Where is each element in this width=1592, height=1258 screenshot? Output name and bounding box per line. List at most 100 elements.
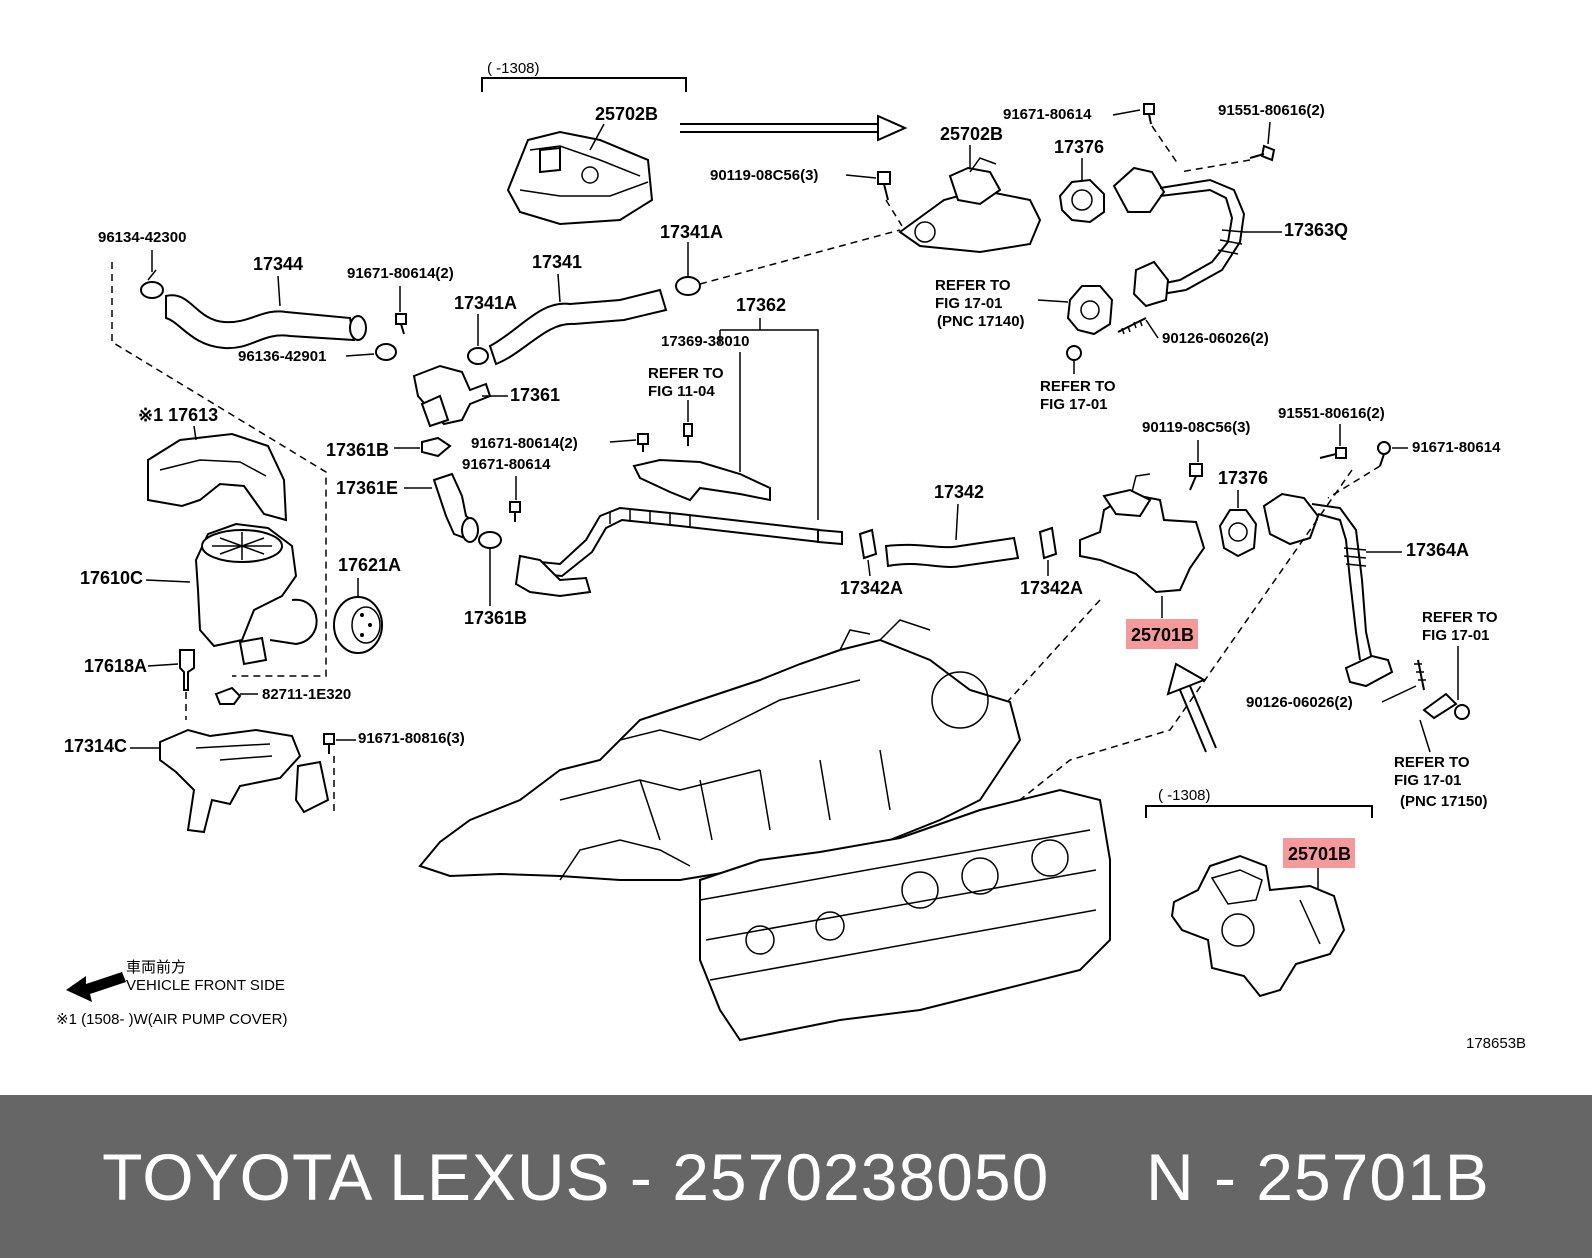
pipe-17363Q bbox=[1112, 166, 1246, 308]
clamp-96134 bbox=[140, 269, 164, 299]
hose-17344 bbox=[165, 294, 367, 350]
diagram-id: 178653B bbox=[1466, 1035, 1526, 1052]
footnote: ※1 (1508- )W(AIR PUMP COVER) bbox=[56, 1011, 288, 1028]
label-17314C: 17314C bbox=[64, 736, 127, 756]
label-17618A: 17618A bbox=[84, 656, 147, 676]
refer-17140-line2: FIG 17-01 bbox=[935, 295, 1003, 312]
label-25702B-right: 25702B bbox=[940, 124, 1003, 144]
clamp-96136 bbox=[375, 343, 397, 361]
label-17376-mid: 17376 bbox=[1218, 468, 1268, 488]
refer-17-01-right-line1: REFER TO bbox=[1422, 609, 1498, 626]
filter-17621A bbox=[333, 596, 383, 654]
valve-25701B-bottom bbox=[1170, 854, 1346, 998]
range-bracket-bottom: ( -1308) bbox=[1145, 787, 1373, 818]
stud-90126-bottom bbox=[1414, 659, 1426, 691]
label-17363Q: 17363Q bbox=[1284, 220, 1348, 240]
refer-17-01-mid-line1: REFER TO bbox=[1040, 378, 1116, 395]
highlight-25701B-bottom bbox=[1283, 838, 1355, 868]
label-25701B-bottom: 25701B bbox=[1288, 844, 1351, 864]
bolt-91551-mid bbox=[1319, 447, 1347, 459]
cover-17613 bbox=[147, 432, 288, 522]
label-91551-top: 91551-80616(2) bbox=[1218, 102, 1325, 119]
bracket-17362 bbox=[632, 458, 771, 502]
footer-title: TOYOTA LEXUS - 2570238050 N - 25701B bbox=[102, 1139, 1490, 1214]
bolt-91671-80614-right bbox=[1377, 441, 1391, 467]
label-25701B-mid: 25701B bbox=[1131, 625, 1194, 645]
connector-17361 bbox=[412, 364, 492, 428]
label-91551-mid: 91551-80616(2) bbox=[1278, 405, 1385, 422]
label-96136: 96136-42901 bbox=[238, 348, 326, 365]
label-82711: 82711-1E320 bbox=[262, 686, 351, 703]
footer-bar: TOYOTA LEXUS - 2570238050 N - 25701B bbox=[0, 1095, 1592, 1258]
label-17342A-left: 17342A bbox=[840, 578, 903, 598]
label-17342A-right: 17342A bbox=[1020, 578, 1083, 598]
label-91671-80614-2b: 91671-80614(2) bbox=[471, 435, 578, 452]
bolt-91671-80614-b bbox=[637, 433, 649, 452]
clamp-17361B-bottom bbox=[478, 531, 502, 549]
refer-11-04-line1: REFER TO bbox=[648, 365, 724, 382]
clamp-17341A-mid bbox=[467, 347, 489, 365]
pump-17610C bbox=[194, 522, 318, 666]
clip-refer-11-04 bbox=[683, 423, 693, 446]
parts-diagram: ( -1308) 25702B 25702B 90119-08C56(3) 91… bbox=[56, 60, 1526, 1052]
refer-17140-line3: (PNC 17140) bbox=[937, 313, 1025, 330]
refer-17150-line1: REFER TO bbox=[1394, 754, 1470, 771]
bolt-91671-80614-top bbox=[1143, 103, 1155, 125]
label-91671-80614-2a: 91671-80614(2) bbox=[347, 265, 454, 282]
front-label-jp: 車両前方 bbox=[126, 959, 186, 976]
label-17369: 17369-38010 bbox=[661, 333, 749, 350]
pipe-17364A bbox=[1262, 492, 1394, 688]
bolt-91671-80614-mid bbox=[509, 501, 521, 522]
label-17362: 17362 bbox=[736, 295, 786, 315]
label-17376-top: 17376 bbox=[1054, 137, 1104, 157]
clamp-17342A-right bbox=[1038, 526, 1058, 560]
label-17341A-top: 17341A bbox=[660, 222, 723, 242]
label-91671-80614-mid: 91671-80614 bbox=[462, 456, 551, 473]
nut-refer-17-01-right bbox=[1454, 704, 1470, 720]
hose-17341 bbox=[488, 276, 701, 366]
label-17342: 17342 bbox=[934, 482, 984, 502]
clamp-17342A-left bbox=[858, 528, 878, 560]
nut-refer-17-01-mid bbox=[1066, 345, 1082, 361]
label-91671-80614-right: 91671-80614 bbox=[1412, 439, 1501, 456]
label-96134: 96134-42300 bbox=[98, 229, 186, 246]
valve-25701B-mid bbox=[1079, 473, 1206, 594]
pipe-17362 bbox=[514, 506, 843, 598]
bolt-90119-top bbox=[877, 171, 891, 201]
label-17361: 17361 bbox=[510, 385, 560, 405]
refer-17-01-right-line2: FIG 17-01 bbox=[1422, 627, 1490, 644]
label-17341A-mid: 17341A bbox=[454, 293, 517, 313]
label-25702B-left: 25702B bbox=[595, 104, 658, 124]
range-label-bottom: ( -1308) bbox=[1158, 787, 1211, 804]
front-label-en: VEHICLE FRONT SIDE bbox=[126, 977, 285, 994]
bolt-90119-mid bbox=[1189, 463, 1203, 491]
stud-90126-top bbox=[1117, 317, 1147, 335]
bracket-17314C bbox=[159, 728, 330, 834]
label-17361B-left: 17361B bbox=[326, 440, 389, 460]
label-17621A: 17621A bbox=[338, 555, 401, 575]
arrow-right bbox=[680, 114, 908, 142]
range-label-top: ( -1308) bbox=[487, 60, 540, 77]
gasket-refer-17140 bbox=[1066, 285, 1114, 336]
refer-11-04-line2: FIG 11-04 bbox=[648, 383, 715, 400]
label-91671-80614-top: 91671-80614 bbox=[1003, 106, 1092, 123]
arrow-up bbox=[1166, 662, 1217, 753]
engine-assembly bbox=[418, 619, 1111, 1042]
label-91671-80816: 91671-80816(3) bbox=[358, 730, 465, 747]
bolt-91671-80614-a bbox=[395, 313, 407, 335]
label-17364A: 17364A bbox=[1406, 540, 1469, 560]
label-17341: 17341 bbox=[532, 252, 582, 272]
label-90119-mid: 90119-08C56(3) bbox=[1142, 419, 1250, 436]
gasket-17376-mid bbox=[1218, 509, 1258, 558]
hose-17342 bbox=[884, 536, 1020, 568]
label-17344: 17344 bbox=[253, 254, 303, 274]
label-90119-top: 90119-08C56(3) bbox=[710, 167, 818, 184]
valve-25702B-right bbox=[898, 157, 1042, 254]
gasket-17376-top bbox=[1058, 178, 1105, 224]
label-17613: ※1 17613 bbox=[138, 405, 218, 425]
refer-17150-line3: (PNC 17150) bbox=[1400, 793, 1488, 810]
bolt-91671-80816 bbox=[323, 733, 335, 754]
label-17361B-bottom: 17361B bbox=[464, 608, 527, 628]
valve-17618A bbox=[179, 649, 195, 691]
refer-17140-line1: REFER TO bbox=[935, 277, 1011, 294]
